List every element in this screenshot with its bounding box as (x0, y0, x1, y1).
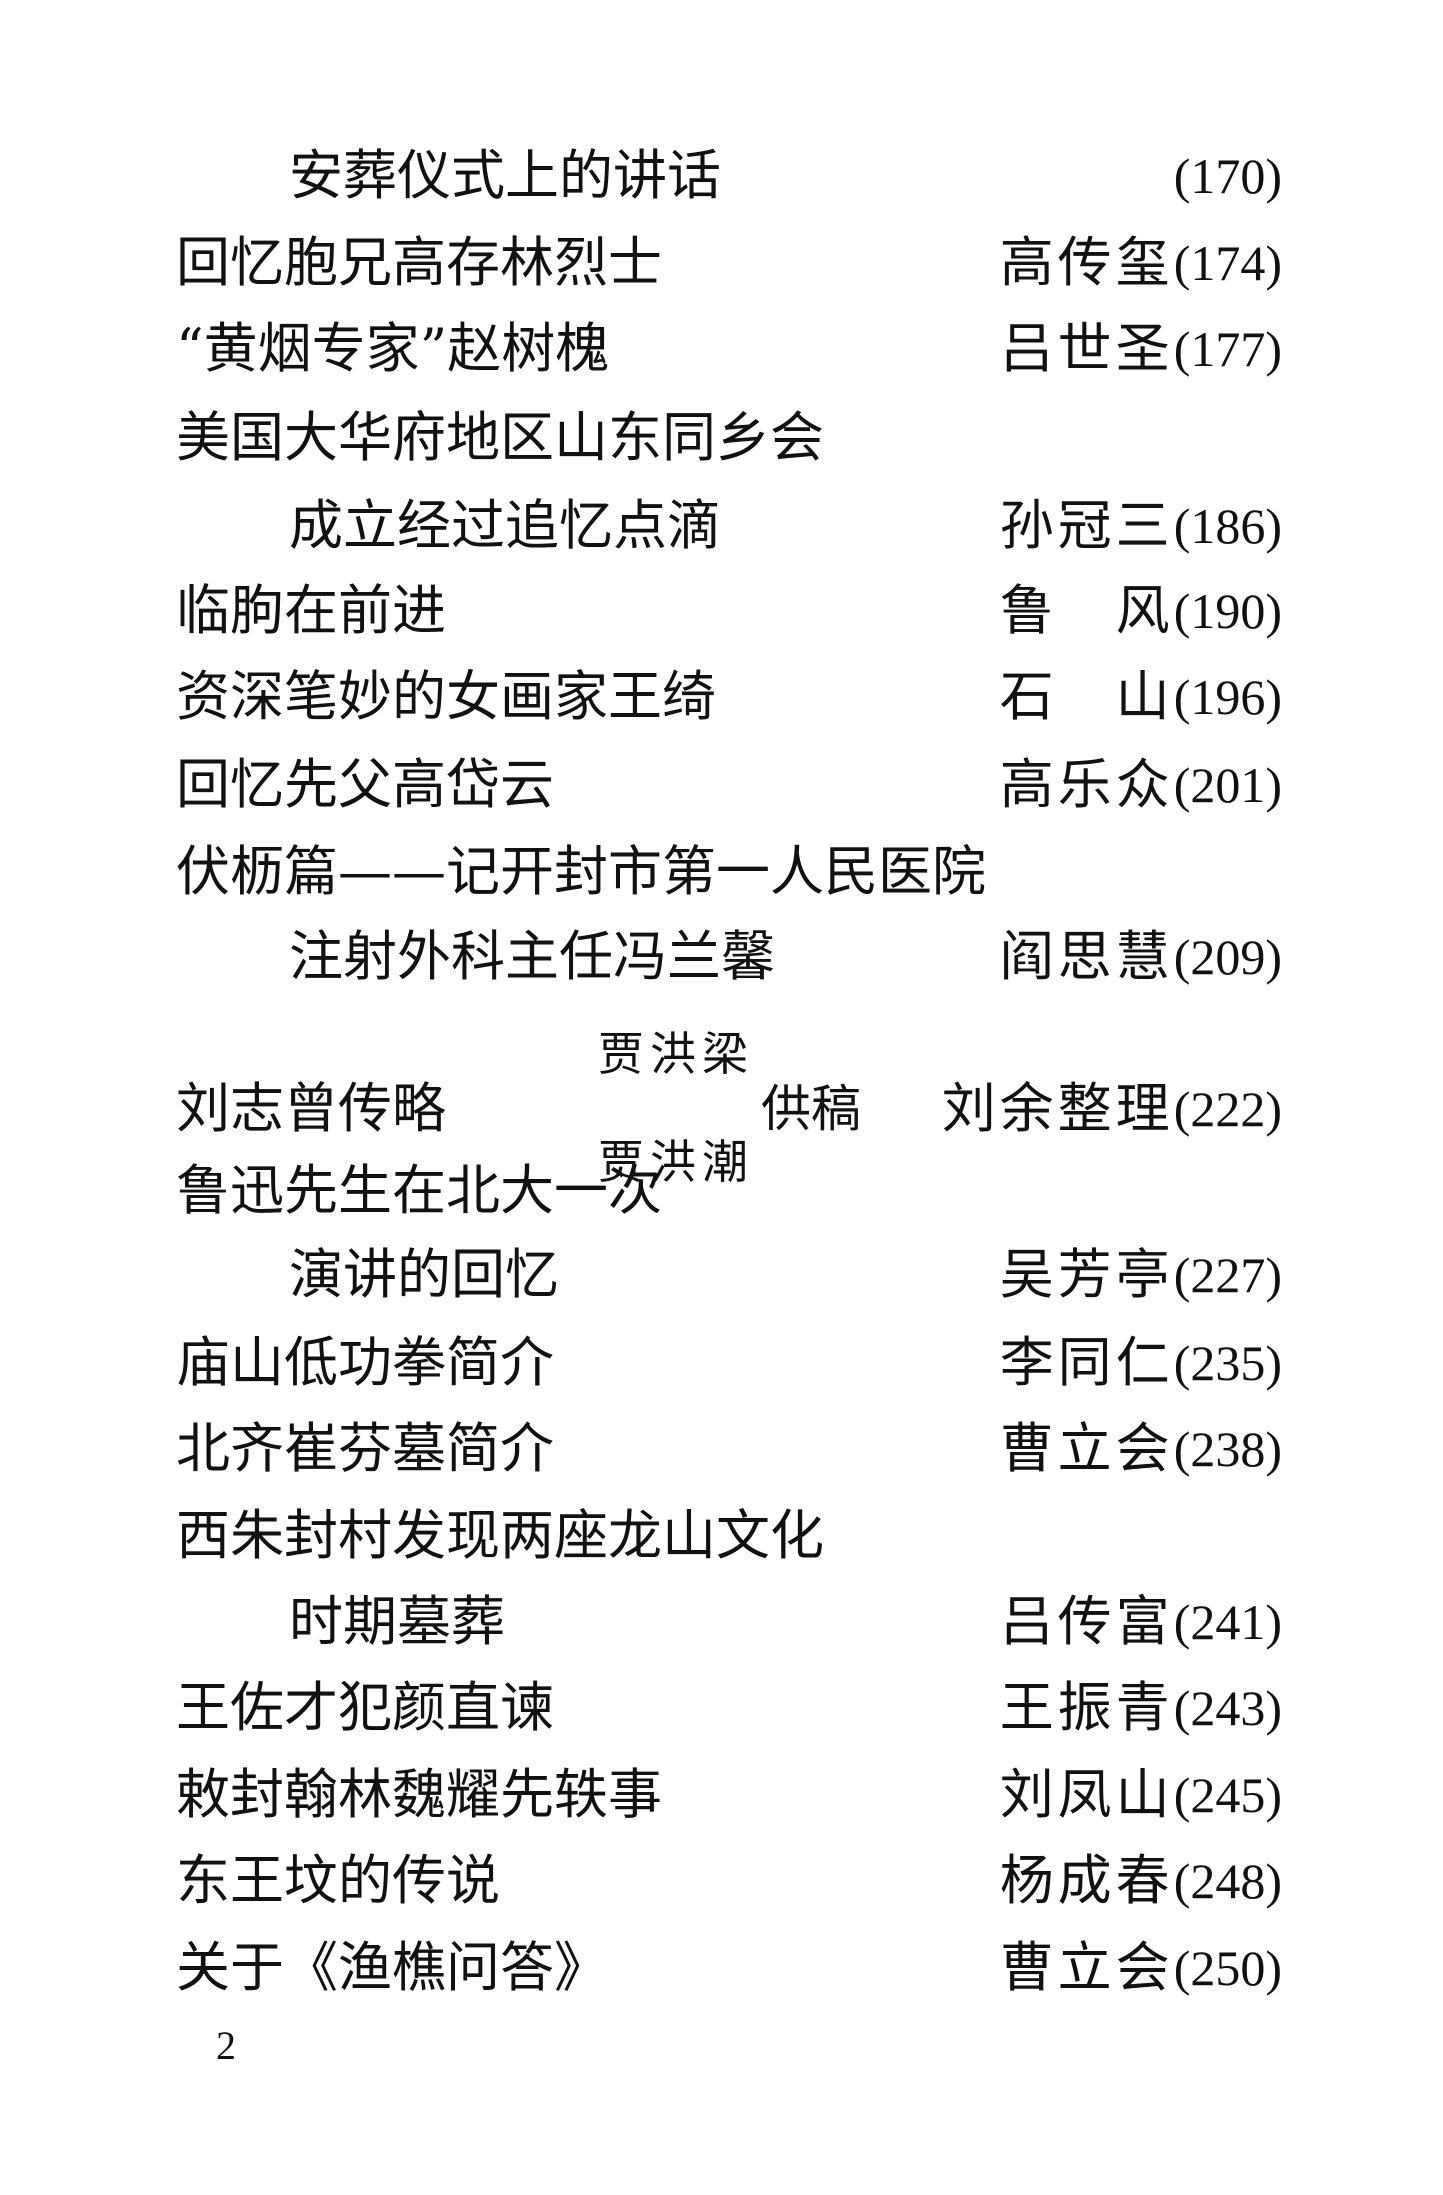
dot-leader (554, 750, 962, 820)
entry-title: 王佐才犯颜直谏 (176, 1676, 554, 1739)
entry-author: 吕传富 (999, 1590, 1174, 1653)
entry-page: (196) (1173, 669, 1282, 725)
dot-leader (559, 1240, 962, 1310)
dot-leader (716, 662, 962, 732)
entry-title: 庙山低功拳简介 (176, 1331, 554, 1394)
entry-author: 曹立会 (999, 1417, 1174, 1480)
toc-entry: 庙山低功拳简介 李同仁(235) (176, 1328, 1282, 1398)
entry-title: 东王坟的传说 (176, 1849, 500, 1912)
dot-leader (554, 1328, 962, 1398)
entry-author: 孙冠三 (999, 494, 1174, 557)
entry-title: 时期墓葬 (289, 1590, 505, 1653)
entry-title: 刘志曾传略 (176, 1077, 446, 1140)
entry-page: (241) (1173, 1594, 1282, 1650)
toc-entry: 注射外科主任冯兰馨 阎思慧(209) (289, 922, 1282, 992)
entry-title: “黄烟专家”赵树槐 (176, 317, 610, 380)
dot-leader (554, 1414, 962, 1484)
entry-author: 杨成春 (999, 1849, 1174, 1912)
entry-page: (177) (1173, 321, 1282, 377)
dot-leader (554, 1673, 962, 1743)
entry-editor: 刘余整理 (941, 1077, 1174, 1140)
toc-entry: 东王坟的传说 杨成春(248) (176, 1846, 1282, 1916)
entry-author: 高乐众 (999, 753, 1174, 816)
entry-title: 西朱封村发现两座龙山文化 (176, 1504, 824, 1567)
entry-title: 伏枥篇——记开封市第一人民医院 (176, 840, 986, 903)
entry-page: (243) (1173, 1680, 1282, 1736)
entry-page: (250) (1173, 1940, 1282, 1996)
entry-title: 注射外科主任冯兰馨 (289, 925, 775, 988)
entry-title: 北齐崔芬墓简介 (176, 1417, 554, 1480)
toc-entry: 回忆胞兄高存林烈士 高传玺(174) (176, 228, 1282, 298)
toc-entry: 敕封翰林魏耀先轶事 刘凤山(245) (176, 1760, 1282, 1830)
entry-title: 安葬仪式上的讲话 (289, 144, 721, 207)
entry-page: (186) (1173, 498, 1282, 554)
entry-title: 关于《渔樵问答》 (176, 1936, 608, 1999)
entry-author: 刘凤山 (999, 1763, 1174, 1826)
entry-author: 王振青 (999, 1676, 1174, 1739)
toc-entry: 王佐才犯颜直谏 王振青(243) (176, 1673, 1282, 1743)
entry-page: (227) (1173, 1247, 1282, 1303)
entry-title: 回忆胞兄高存林烈士 (176, 231, 662, 294)
page-number: 2 (216, 2023, 236, 2068)
entry-title: 成立经过追忆点滴 (289, 494, 721, 557)
dot-leader (609, 314, 962, 384)
entry-author: 阎思慧 (999, 925, 1174, 988)
toc-entry: 北齐崔芬墓简介 曹立会(238) (176, 1414, 1282, 1484)
entry-author: 李同仁 (999, 1331, 1174, 1394)
toc-entry-special: 刘志曾传略 贾洪梁 贾洪潮 供稿 刘余整理 (222) (176, 1024, 1282, 1194)
contributor: 贾洪梁 (598, 1027, 754, 1081)
entry-title: 美国大华府地区山东同乡会 (176, 406, 824, 469)
entry-author: 高传玺 (999, 231, 1174, 294)
entry-title: 临朐在前进 (176, 579, 446, 642)
dot-leader (446, 576, 962, 646)
entry-author: 吕世圣 (999, 317, 1174, 380)
toc-entry: “黄烟专家”赵树槐 吕世圣(177) (176, 314, 1282, 384)
dot-leader (608, 1933, 962, 2003)
entry-page: (222) (1173, 1081, 1282, 1137)
entry-title: 鲁迅先生在北大一次 (176, 1159, 662, 1222)
toc-entry: 关于《渔樵问答》 曹立会(250) (176, 1933, 1282, 2003)
toc-entry: 西朱封村发现两座龙山文化 (176, 1501, 1282, 1571)
entry-page: (190) (1173, 583, 1282, 639)
entry-title: 敕封翰林魏耀先轶事 (176, 1763, 662, 1826)
entry-author: 吴芳亭 (999, 1243, 1174, 1306)
dot-leader (505, 1587, 962, 1657)
toc-entry: 美国大华府地区山东同乡会 (176, 403, 1282, 473)
toc-entry: 鲁迅先生在北大一次 (176, 1156, 1282, 1226)
dot-leader (721, 491, 962, 561)
toc-entry: 演讲的回忆 吴芳亭(227) (289, 1240, 1282, 1310)
entry-title: 资深笔妙的女画家王绮 (176, 665, 716, 728)
toc-entry: 回忆先父高岱云 高乐众(201) (176, 750, 1282, 820)
toc-entry: 伏枥篇——记开封市第一人民医院 (176, 837, 1282, 907)
toc-entry: 时期墓葬 吕传富(241) (289, 1587, 1282, 1657)
entry-page: (209) (1173, 929, 1282, 985)
entry-author: 石 山 (999, 665, 1174, 728)
toc-entry: 成立经过追忆点滴 孙冠三(186) (289, 491, 1282, 561)
contributed-label: 供稿 (761, 1080, 861, 1138)
toc-entry: 临朐在前进 鲁 风(190) (176, 576, 1282, 646)
entry-page: (245) (1173, 1767, 1282, 1823)
dot-leader (775, 922, 962, 992)
entry-page: (170) (1173, 148, 1282, 204)
entry-page: (235) (1173, 1335, 1282, 1391)
toc-entry: 资深笔妙的女画家王绮 石 山(196) (176, 662, 1282, 732)
dot-leader (500, 1846, 962, 1916)
toc-entry: 安葬仪式上的讲话 (170) (289, 141, 1282, 211)
entry-page: (238) (1173, 1421, 1282, 1477)
dot-leader (448, 1074, 548, 1144)
dot-leader (662, 228, 962, 298)
dot-leader (721, 141, 1144, 211)
entry-page: (201) (1173, 757, 1282, 813)
entry-page: (248) (1173, 1853, 1282, 1909)
entry-author: 鲁 风 (999, 579, 1174, 642)
entry-title: 回忆先父高岱云 (176, 753, 554, 816)
entry-page: (174) (1173, 235, 1282, 291)
contributor: 贾洪潮 (598, 1135, 754, 1189)
dot-leader (662, 1760, 962, 1830)
entry-author: 曹立会 (999, 1936, 1174, 1999)
entry-title: 演讲的回忆 (289, 1243, 559, 1306)
